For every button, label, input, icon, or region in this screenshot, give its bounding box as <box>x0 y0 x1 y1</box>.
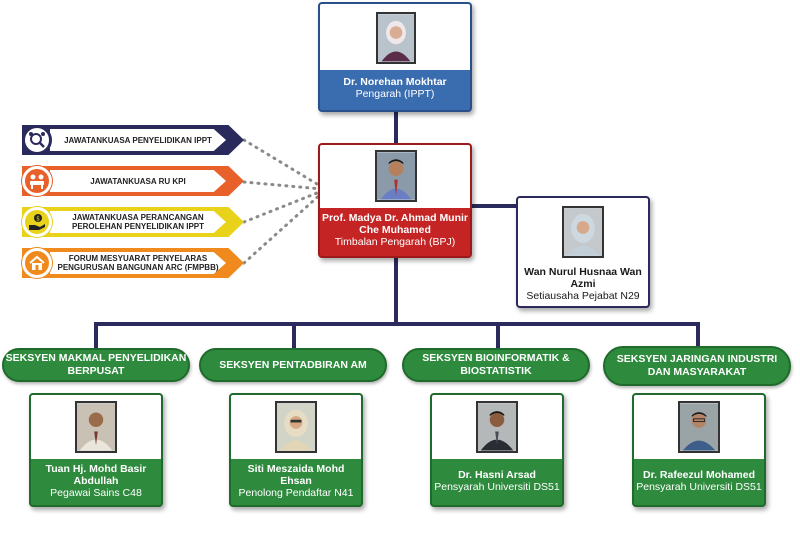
section-title-2: SEKSYEN PENTADBIRAN AM <box>219 358 367 371</box>
deputy-name-line1: Prof. Madya Dr. Ahmad Munir <box>321 212 469 224</box>
section-title-4-line2: DAN MASYARAKAT <box>647 366 747 378</box>
staff-photo-hasni <box>476 401 518 453</box>
secretary-role: Setiausaha Pejabat N29 <box>526 290 640 302</box>
section-title-4-line1: SEKSYEN JARINGAN INDUSTRI <box>616 353 778 365</box>
staff-name-2: Siti Meszaida Mohd Ehsan <box>247 463 345 487</box>
section-header-makmal: SEKSYEN MAKMAL PENYELIDIKAN BERPUSAT <box>2 348 190 382</box>
section-card-pentadbiran: Siti Meszaida Mohd Ehsan Penolong Pendaf… <box>229 393 363 507</box>
secretary-card: Wan Nurul Husnaa Wan Azmi Setiausaha Pej… <box>516 196 650 308</box>
secretary-photo <box>562 206 604 258</box>
connector-director-deputy <box>394 112 398 144</box>
director-photo <box>376 12 416 64</box>
connector-drop-4 <box>696 322 700 350</box>
deputy-photo <box>375 150 417 202</box>
committee-dotted-connectors <box>242 138 324 265</box>
section-header-bioinformatik: SEKSYEN BIOINFORMATIK & BIOSTATISTIK <box>402 348 590 382</box>
staff-photo-rafeezul <box>678 401 720 453</box>
staff-role-4: Pensyarah Universiti DS51 <box>636 481 762 493</box>
committee-label-4-line1: FORUM MESYUARAT PENYELARAS <box>68 254 208 263</box>
section-card-makmal: Tuan Hj. Mohd Basir Abdullah Pegawai Sai… <box>29 393 163 507</box>
connector-drop-2 <box>292 322 296 350</box>
research-search-icon <box>22 125 52 155</box>
committee-label-2: JAWATANKUASA RU KPI <box>90 176 186 186</box>
section-header-pentadbiran: SEKSYEN PENTADBIRAN AM <box>199 348 387 382</box>
connector-deputy-trunk <box>394 258 398 324</box>
secretary-name: Wan Nurul Husnaa Wan Azmi <box>524 266 642 290</box>
director-card: Dr. Norehan Mokhtar Pengarah (IPPT) <box>318 2 472 112</box>
deputy-role: Timbalan Pengarah (BPJ) <box>334 236 456 248</box>
svg-text:$: $ <box>36 216 40 223</box>
staff-photo-basir <box>75 401 117 453</box>
money-hand-icon: $ <box>22 207 52 237</box>
connector-drop-3 <box>496 322 500 350</box>
connector-horizontal-bus <box>94 322 700 326</box>
staff-role-2: Penolong Pendaftar N41 <box>238 487 354 499</box>
deputy-card: Prof. Madya Dr. Ahmad Munir Che Muhamed … <box>318 143 472 258</box>
section-title-3: SEKSYEN BIOINFORMATIK & BIOSTATISTIK <box>422 352 570 377</box>
staff-role-1: Pegawai Sains C48 <box>50 487 142 499</box>
staff-name-4: Dr. Rafeezul Mohamed <box>642 469 756 481</box>
group-icon <box>22 166 52 196</box>
staff-name-1: Tuan Hj. Mohd Basir Abdullah <box>45 463 147 487</box>
section-title-1: SEKSYEN MAKMAL PENYELIDIKAN BERPUSAT <box>5 352 187 377</box>
committee-label-3-line2: PEROLEHAN PENYELIDIKAN IPPT <box>71 222 204 231</box>
committee-bar-1: JAWATANKUASA PENYELIDIKAN IPPT <box>22 125 244 155</box>
staff-name-3: Dr. Hasni Arsad <box>458 469 536 481</box>
committee-label-1: JAWATANKUASA PENYELIDIKAN IPPT <box>64 135 212 145</box>
committee-label-3-line1: JAWATANKUASA PERANCANGAN <box>72 213 204 222</box>
section-card-bioinformatik: Dr. Hasni Arsad Pensyarah Universiti DS5… <box>430 393 564 507</box>
section-header-jaringan: SEKSYEN JARINGAN INDUSTRI DAN MASYARAKAT <box>603 346 791 386</box>
connector-drop-1 <box>94 322 98 350</box>
section-card-jaringan: Dr. Rafeezul Mohamed Pensyarah Universit… <box>632 393 766 507</box>
committee-bar-4: FORUM MESYUARAT PENYELARAS PENGURUSAN BA… <box>22 248 244 278</box>
deputy-name-line2: Che Muhamed <box>359 224 431 236</box>
committee-bar-2: JAWATANKUASA RU KPI <box>22 166 244 196</box>
committee-label-4-line2: PENGURUSAN BANGUNAN ARC (FMPBB) <box>57 263 219 272</box>
staff-role-3: Pensyarah Universiti DS51 <box>434 481 560 493</box>
director-name: Dr. Norehan Mokhtar <box>343 76 447 88</box>
director-role: Pengarah (IPPT) <box>355 88 435 100</box>
connector-secretary <box>470 204 520 208</box>
house-icon <box>22 248 52 278</box>
staff-photo-meszaida <box>275 401 317 453</box>
committee-bar-3: JAWATANKUASA PERANCANGAN PEROLEHAN PENYE… <box>22 207 244 237</box>
